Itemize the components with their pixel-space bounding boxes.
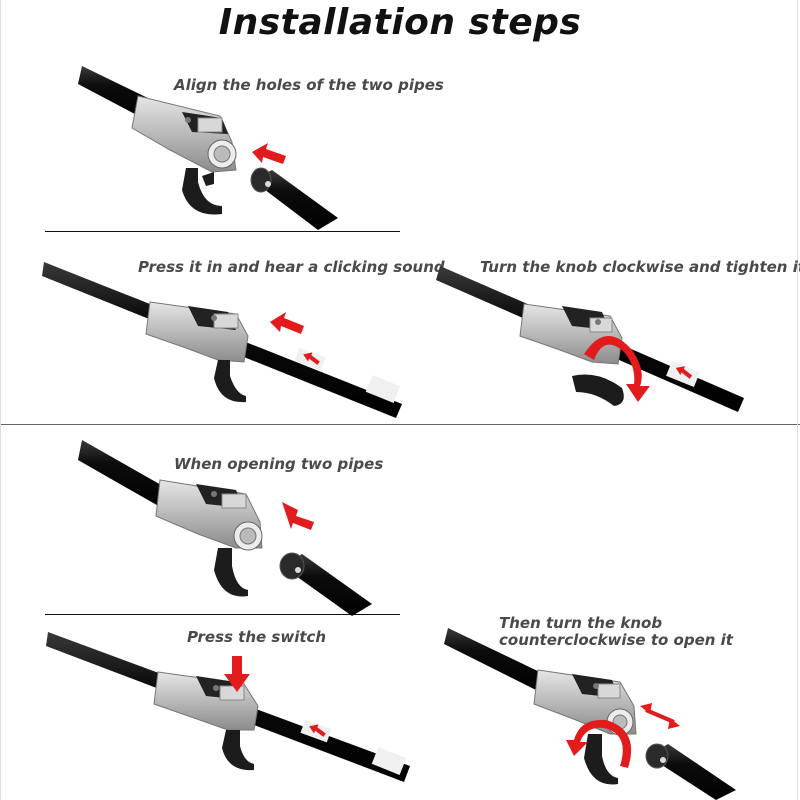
label-arrow-icon [675, 366, 693, 379]
divider-vertical-top [0, 0, 1, 800]
pipe-right [645, 743, 736, 800]
rotate-counterclockwise-arrow-icon [566, 719, 632, 768]
knob [214, 548, 248, 597]
step6-illustration [444, 628, 736, 800]
divider-step4 [45, 614, 400, 615]
step2-illustration [42, 262, 402, 418]
coupler [131, 95, 237, 173]
arrow-left-icon [252, 143, 286, 164]
coupler [153, 671, 259, 731]
step1-caption: Align the holes of the two pipes [174, 76, 444, 94]
step3-illustration [436, 266, 744, 412]
label-arrow-icon [309, 724, 326, 737]
pipe-label-2 [371, 747, 407, 775]
knob [584, 734, 618, 785]
coupler [155, 479, 263, 551]
arrow-right-icon [282, 502, 314, 530]
rotate-clockwise-arrow-icon [584, 335, 650, 402]
divider-vertical-right [797, 0, 798, 800]
step5-caption: Press the switch [187, 628, 327, 646]
pipe-left [78, 440, 170, 508]
divider-top-section [0, 424, 800, 425]
label-arrow-icon [303, 352, 320, 365]
step6-caption: Then turn the knob counterclockwise to o… [499, 614, 733, 649]
knob [214, 360, 246, 403]
pipe-label-2 [365, 375, 401, 403]
knob [572, 374, 624, 406]
coupler [145, 301, 249, 363]
step3-caption: Turn the knob clockwise and tighten it [480, 258, 800, 276]
double-arrow-icon [640, 703, 680, 729]
step1-illustration [78, 66, 338, 230]
divider-step1 [45, 231, 400, 232]
press-down-arrow-icon [224, 656, 250, 692]
knob-tip [202, 172, 214, 186]
arrow-left-icon [270, 312, 304, 334]
pipe-label [666, 360, 700, 388]
step5-illustration [46, 632, 410, 782]
step4-illustration [78, 440, 372, 616]
pipe-right [250, 167, 338, 230]
step2-caption: Press it in and hear a clicking sound [138, 258, 445, 276]
step4-caption: When opening two pipes [174, 455, 384, 473]
knob [222, 730, 254, 771]
coupler [519, 303, 623, 365]
pipe-left [444, 628, 548, 692]
page-title: Installation steps [218, 2, 582, 43]
pipe-right [279, 552, 372, 616]
knob [182, 168, 222, 215]
coupler [533, 669, 637, 736]
